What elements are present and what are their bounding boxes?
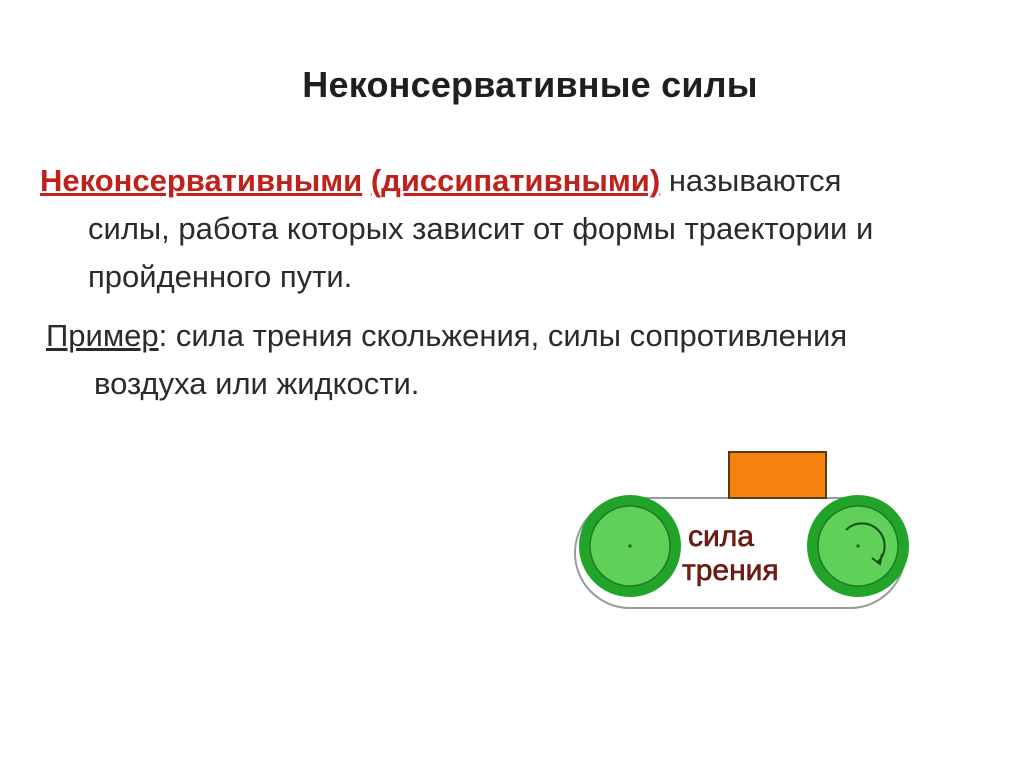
example-paragraph: Пример: сила трения скольжения, силы соп…	[46, 312, 1014, 408]
definition-line-1: Неконсервативными (диссипативными) назыв…	[40, 157, 1014, 205]
left-wheel	[579, 495, 681, 597]
definition-line-2: силы, работа которых зависит от формы тр…	[88, 211, 874, 246]
example-word-2: трения	[252, 318, 353, 353]
conveyor-friction-diagram: сила трения	[574, 451, 909, 609]
definition-verb: называются	[668, 163, 842, 198]
right-wheel	[807, 495, 909, 597]
example-word-4: силы	[547, 318, 622, 353]
example-label: Пример	[46, 318, 159, 353]
example-line-1: Пример: сила трения скольжения, силы соп…	[46, 312, 1014, 360]
term-dissipative: (диссипативными)	[370, 163, 661, 198]
friction-label-line-1: сила	[688, 520, 754, 553]
definition-line-3: пройденного пути.	[88, 259, 353, 294]
friction-label-line-2: трения	[682, 554, 779, 587]
sliding-block	[728, 451, 827, 499]
rotation-arrow-icon	[845, 522, 886, 563]
term-nonconservative: Неконсервативными	[40, 163, 363, 198]
example-word-5: сопротивления	[629, 318, 848, 353]
example-word-1: : сила	[158, 318, 245, 353]
slide-title: Неконсервативные силы	[302, 64, 758, 105]
example-lead: Пример: сила	[46, 318, 244, 353]
example-line-2: воздуха или жидкости.	[94, 366, 420, 401]
definition-paragraph: Неконсервативными (диссипативными) назыв…	[40, 157, 1014, 301]
example-word-3: скольжения,	[361, 318, 540, 353]
